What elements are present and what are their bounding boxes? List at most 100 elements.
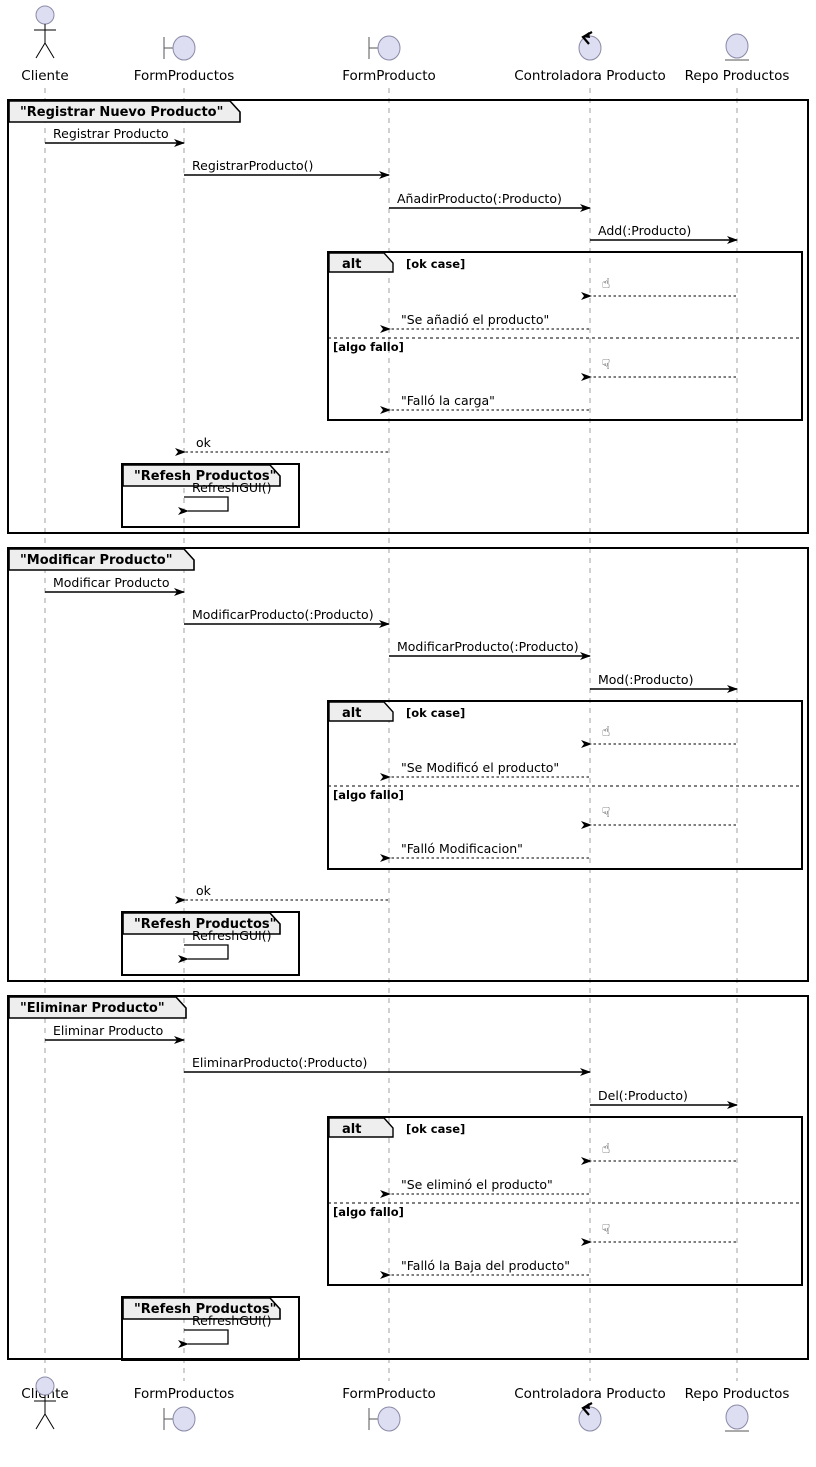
message-m21[interactable]: Eliminar Producto xyxy=(45,1023,185,1044)
alt-modificar[interactable]: alt[ok case][algo fallo] xyxy=(327,700,803,870)
message-a1[interactable]: ☝ xyxy=(581,276,736,300)
frame-registrar[interactable]: "Registrar Nuevo Producto" xyxy=(7,99,809,534)
frame-registrar-title-tab xyxy=(8,100,241,123)
message-s2[interactable]: RefreshGUI() xyxy=(178,928,271,963)
alt-modificar-operator-label: alt xyxy=(342,706,361,721)
message-m4[interactable]: Add(:Producto) xyxy=(590,223,738,244)
message-label-s2: RefreshGUI() xyxy=(192,928,271,943)
actor-leg-right-icon xyxy=(44,1413,55,1430)
participant-foot-formproductos[interactable]: FormProductos xyxy=(134,1386,235,1432)
participant-foot-repo[interactable]: Repo Productos xyxy=(685,1386,790,1432)
message-label-c4: "Falló la Baja del producto" xyxy=(401,1258,570,1273)
frame-registrar-border xyxy=(7,99,809,534)
participant-foot-formproducto[interactable]: FormProducto xyxy=(342,1386,436,1432)
frame-modificar-border xyxy=(7,547,809,982)
participant-label-cliente: Cliente xyxy=(21,68,68,84)
message-label-m22: EliminarProducto(:Producto) xyxy=(192,1055,367,1070)
frame-refresh-3[interactable]: "Refesh Productos" xyxy=(121,1296,300,1361)
message-m7[interactable]: ok xyxy=(175,435,388,456)
message-b1[interactable]: ☝ xyxy=(581,724,736,748)
boundary-circle-icon xyxy=(377,1406,401,1432)
message-m22[interactable]: EliminarProducto(:Producto) xyxy=(184,1055,591,1076)
message-m1[interactable]: Registrar Producto xyxy=(45,126,185,147)
alt-registrar-operator-label: alt xyxy=(342,257,361,272)
message-label-m21: Eliminar Producto xyxy=(53,1023,163,1038)
message-a2[interactable]: "Se añadió el producto" xyxy=(380,312,589,333)
participant-foot-label-formproductos: FormProductos xyxy=(134,1386,235,1402)
participant-foot-cliente[interactable]: Cliente xyxy=(21,1376,69,1430)
alt-registrar[interactable]: alt[ok case][algo fallo] xyxy=(327,251,803,421)
entity-circle-icon xyxy=(725,33,749,59)
message-s3[interactable]: RefreshGUI() xyxy=(178,1313,271,1348)
message-label-m14: Mod(:Producto) xyxy=(598,672,693,687)
thumbs-down-icon: ☟ xyxy=(602,1222,611,1238)
frame-refresh-2[interactable]: "Refesh Productos" xyxy=(121,911,300,976)
message-self-arrow-s1 xyxy=(178,496,229,515)
frame-refresh-1-title-tab xyxy=(122,464,281,487)
frame-eliminar-border xyxy=(7,995,809,1360)
frame-refresh-1[interactable]: "Refesh Productos" xyxy=(121,463,300,528)
message-label-m7: ok xyxy=(196,435,212,450)
message-c4[interactable]: "Falló la Baja del producto" xyxy=(380,1258,589,1279)
alt-modificar-guard-0: [ok case] xyxy=(406,706,465,720)
message-m13[interactable]: ModificarProducto(:Producto) xyxy=(389,639,591,660)
message-m23[interactable]: Del(:Producto) xyxy=(590,1088,738,1109)
message-label-m2: RegistrarProducto() xyxy=(192,158,313,173)
message-label-m1: Registrar Producto xyxy=(53,126,169,141)
frame-refresh-3-border xyxy=(121,1296,300,1361)
alt-registrar-operator-tab xyxy=(328,252,394,273)
participant-foot-controladora[interactable]: Controladora Producto xyxy=(514,1386,666,1432)
alt-registrar-guard-1: [algo fallo] xyxy=(333,340,404,354)
message-b3[interactable]: ☟ xyxy=(581,805,736,829)
message-c3[interactable]: ☟ xyxy=(581,1222,736,1246)
message-m11[interactable]: Modificar Producto xyxy=(45,575,185,596)
message-label-c2: "Se eliminó el producto" xyxy=(401,1177,553,1192)
message-a3[interactable]: ☟ xyxy=(581,357,736,381)
message-m3[interactable]: AñadirProducto(:Producto) xyxy=(389,191,591,212)
frame-refresh-3-title-tab xyxy=(122,1297,281,1320)
message-m17[interactable]: ok xyxy=(175,883,388,904)
message-s1[interactable]: RefreshGUI() xyxy=(178,480,271,515)
frame-modificar[interactable]: "Modificar Producto" xyxy=(7,547,809,982)
message-b4[interactable]: "Falló Modificacion" xyxy=(380,841,589,862)
message-a4[interactable]: "Falló la carga" xyxy=(380,393,589,414)
actor-leg-right-icon xyxy=(44,42,55,59)
alt-eliminar-operator-label: alt xyxy=(342,1122,361,1137)
message-label-m17: ok xyxy=(196,883,212,898)
frame-refresh-2-border xyxy=(121,911,300,976)
participant-head-formproducto[interactable]: FormProducto xyxy=(342,35,436,84)
message-b2[interactable]: "Se Modificó el producto" xyxy=(380,760,589,781)
message-c1[interactable]: ☝ xyxy=(581,1141,736,1165)
message-label-m3: AñadirProducto(:Producto) xyxy=(397,191,562,206)
frame-registrar-title: "Registrar Nuevo Producto" xyxy=(20,105,223,120)
participant-head-formproductos[interactable]: FormProductos xyxy=(134,35,235,84)
message-c2[interactable]: "Se eliminó el producto" xyxy=(380,1177,589,1198)
boundary-circle-icon xyxy=(172,1406,196,1432)
message-m12[interactable]: ModificarProducto(:Producto) xyxy=(184,607,390,628)
message-label-a4: "Falló la carga" xyxy=(401,393,495,408)
alt-eliminar[interactable]: alt[ok case][algo fallo] xyxy=(327,1116,803,1286)
participant-head-cliente[interactable]: Cliente xyxy=(21,5,69,84)
message-m14[interactable]: Mod(:Producto) xyxy=(590,672,738,693)
frame-eliminar-title: "Eliminar Producto" xyxy=(20,1001,165,1016)
message-label-m13: ModificarProducto(:Producto) xyxy=(397,639,579,654)
participant-label-formproducto: FormProducto xyxy=(342,68,436,84)
frame-refresh-2-title: "Refesh Productos" xyxy=(134,917,276,932)
message-label-m23: Del(:Producto) xyxy=(598,1088,688,1103)
message-self-arrow-s2 xyxy=(178,944,229,963)
participant-label-controladora: Controladora Producto xyxy=(514,68,666,84)
actor-head-icon xyxy=(35,1376,55,1396)
control-arrowhead-icon xyxy=(582,1403,590,1409)
thumbs-up-icon: ☝ xyxy=(602,276,611,292)
message-label-b2: "Se Modificó el producto" xyxy=(401,760,559,775)
participant-head-controladora[interactable]: Controladora Producto xyxy=(514,31,666,84)
alt-eliminar-border xyxy=(327,1116,803,1286)
frame-eliminar[interactable]: "Eliminar Producto" xyxy=(7,995,809,1360)
message-m2[interactable]: RegistrarProducto() xyxy=(184,158,390,179)
alt-modificar-border xyxy=(327,700,803,870)
control-arrowhead-icon xyxy=(582,32,590,38)
boundary-circle-icon xyxy=(172,35,196,61)
participant-head-repo[interactable]: Repo Productos xyxy=(685,33,790,84)
actor-leg-left-icon xyxy=(35,42,46,59)
